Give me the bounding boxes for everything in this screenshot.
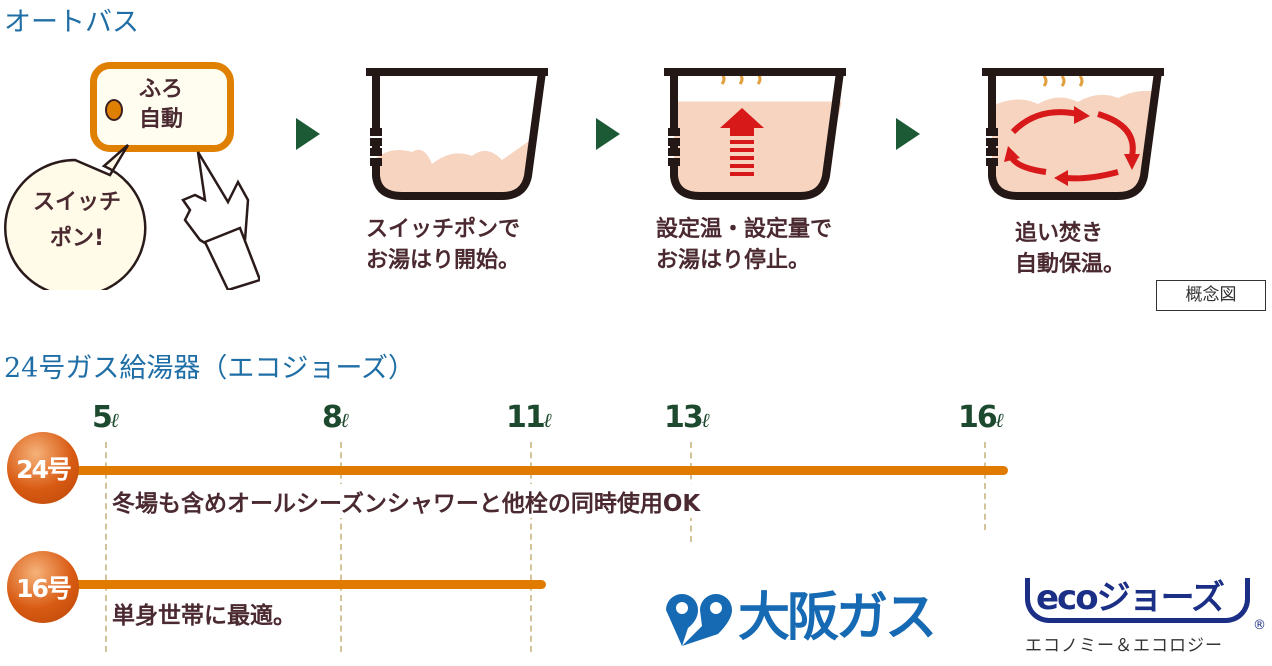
tick-16: 16ℓ xyxy=(958,400,1004,435)
eco-jozu-logo: ecoジョーズ ® エコノミー＆エコロジー xyxy=(1025,578,1270,656)
tick-11: 11ℓ xyxy=(506,400,552,435)
step1-caption-line2: お湯はり開始。 xyxy=(366,248,521,273)
gridline-11 xyxy=(530,442,532,652)
concept-diagram-note: 概念図 xyxy=(1156,280,1266,311)
description-16: 単身世帯に最適。 xyxy=(112,603,296,629)
button-label-line2: 自動 xyxy=(139,107,184,132)
osaka-gas-mark-icon xyxy=(666,594,732,646)
osaka-gas-logo: 大阪ガス xyxy=(662,588,937,648)
step3-caption-line2: 自動保温。 xyxy=(1015,252,1126,277)
description-24: 冬場も含めオールシーズンシャワーと他栓の同時使用OK xyxy=(112,484,701,518)
step2-caption-line1: 設定温・設定量で xyxy=(656,217,833,242)
auto-bath-button: ふろ 自動 xyxy=(90,62,234,152)
gridline-5 xyxy=(105,442,107,652)
capacity-bar-24 xyxy=(70,466,1008,475)
arrow-right-icon xyxy=(596,118,620,150)
osaka-gas-wordmark: 大阪ガス xyxy=(738,588,937,648)
badge-16: 16号 xyxy=(7,551,79,623)
step1-caption-line1: スイッチポンで xyxy=(366,217,521,242)
bubble-line2: ポン! xyxy=(49,226,105,251)
tick-8: 8ℓ xyxy=(322,400,349,435)
registered-mark: ® xyxy=(1253,618,1266,633)
gridline-16 xyxy=(984,442,986,530)
capacity-bar-16 xyxy=(70,580,546,589)
arrow-right-icon xyxy=(896,118,920,150)
tick-13: 13ℓ xyxy=(664,400,710,435)
bubble-line1: スイッチ xyxy=(32,190,121,215)
button-label-line1: ふろ xyxy=(139,77,184,102)
arrow-right-icon xyxy=(296,118,320,150)
speech-bubble-and-hand-icon xyxy=(4,144,260,290)
step2-caption-line2: お湯はり停止。 xyxy=(656,248,811,273)
bathtub-full-icon xyxy=(664,68,846,200)
indicator-lamp-icon xyxy=(105,99,123,121)
badge-24: 24号 xyxy=(7,432,79,504)
step3-caption-line1: 追い焚き xyxy=(1015,221,1104,246)
section-title-water-heater: 24号ガス給湯器（エコジョーズ） xyxy=(4,353,416,384)
eco-jozu-wordmark: ecoジョーズ xyxy=(1036,578,1225,618)
tick-5: 5ℓ xyxy=(92,400,119,435)
gridline-8 xyxy=(340,442,342,652)
section-title-auto-bath: オートバス xyxy=(4,7,139,38)
eco-jozu-tagline: エコノミー＆エコロジー xyxy=(1025,636,1223,656)
bathtub-filling-icon xyxy=(366,68,548,200)
bathtub-reheat-icon xyxy=(982,68,1164,200)
